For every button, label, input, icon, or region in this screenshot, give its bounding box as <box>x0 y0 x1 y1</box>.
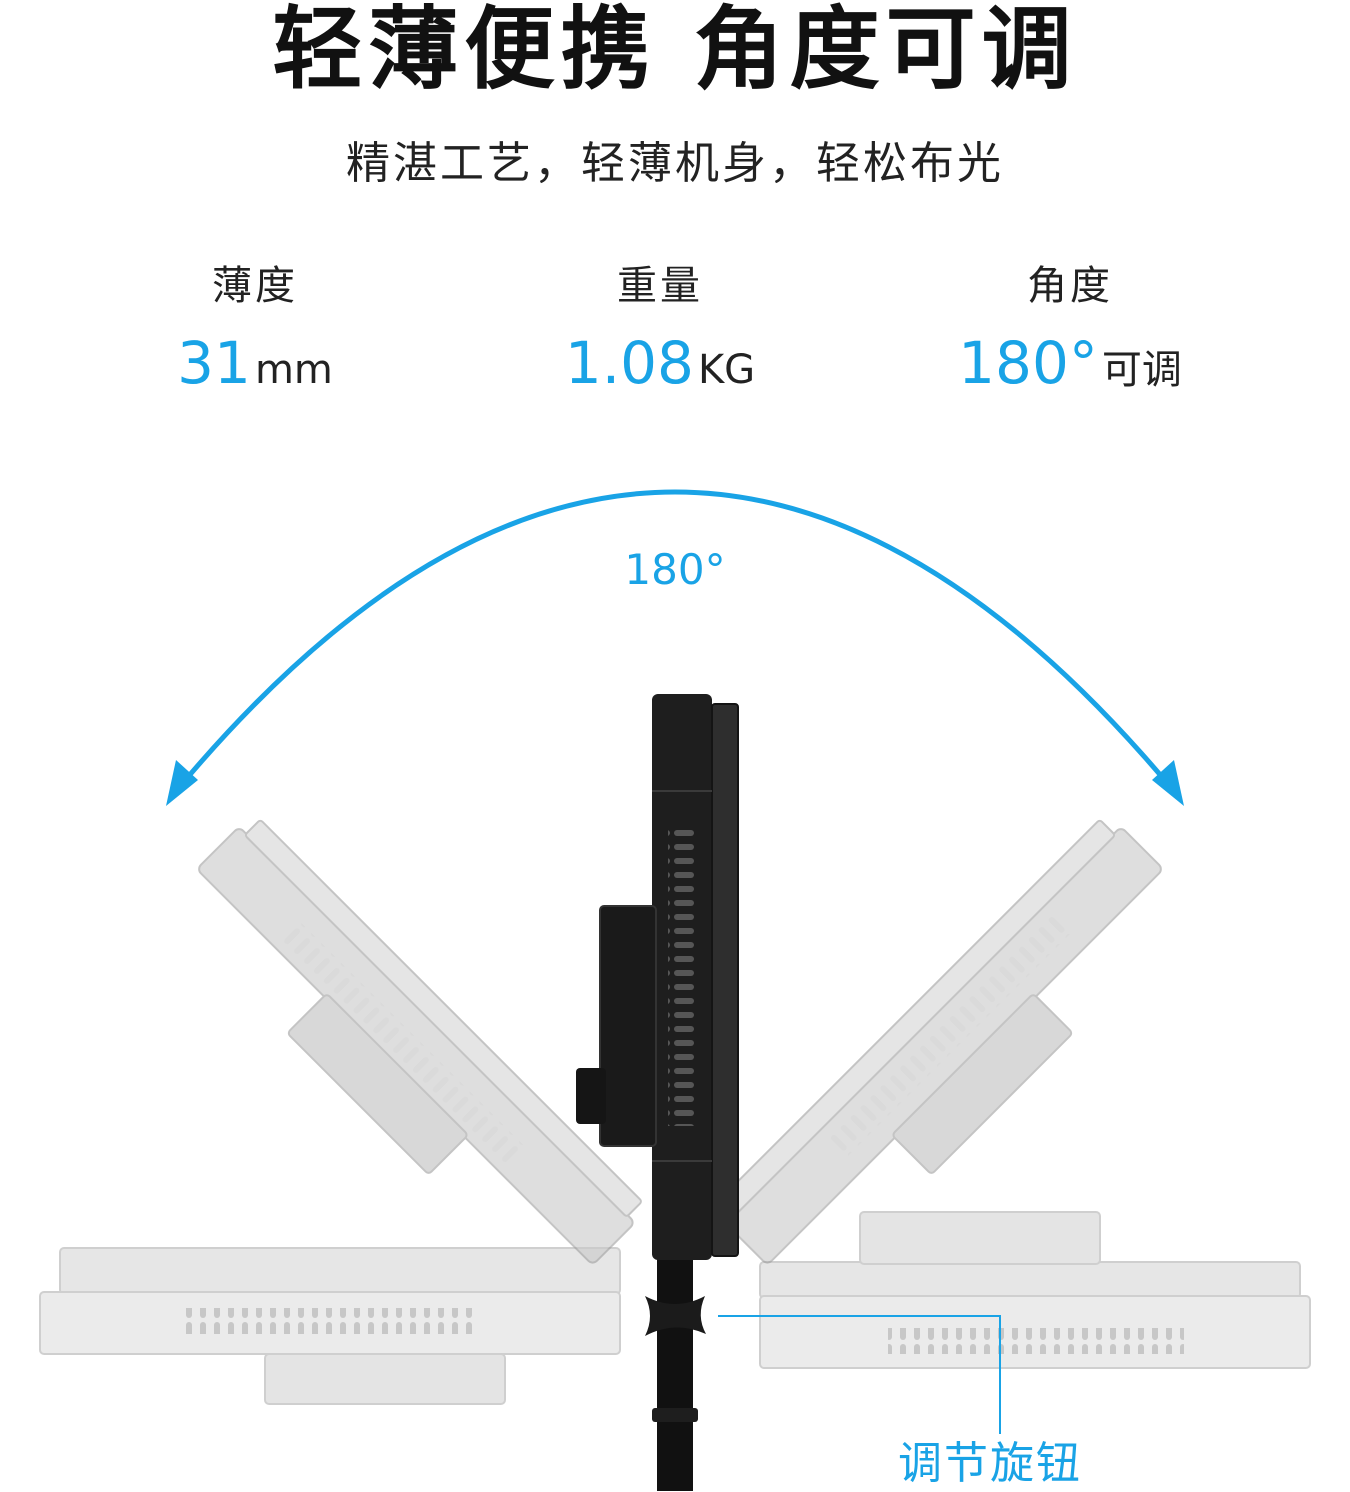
knob-callout-line <box>718 1315 1001 1434</box>
rotation-arc <box>166 489 1184 806</box>
spec-weight-label: 重量 <box>617 263 703 309</box>
light-panel-main <box>576 694 739 1260</box>
adjustment-knob <box>645 1296 706 1336</box>
spec-angle-label: 角度 <box>1027 263 1113 309</box>
spec-weight-unit: KG <box>697 347 756 393</box>
ghost-panel-left-tilted <box>198 819 642 1264</box>
arc-angle-label: 180° <box>624 545 726 594</box>
page-title: 轻薄便携 角度可调 <box>272 0 1078 102</box>
spec-thickness-value: 31 <box>177 329 251 397</box>
page-subtitle: 精湛工艺，轻薄机身，轻松布光 <box>346 138 1004 189</box>
ghost-panel-right-tilted <box>718 819 1162 1264</box>
spec-weight-value: 1.08 <box>564 329 694 397</box>
spec-thickness-label: 薄度 <box>212 263 298 309</box>
spec-angle-value-row: 180°可调 <box>860 328 1280 413</box>
ghost-panel-right-horizontal <box>759 1211 1311 1369</box>
spec-thickness-unit: mm <box>254 347 333 393</box>
ghost-panel-left-horizontal <box>39 1247 621 1405</box>
knob-callout-label: 调节旋钮 <box>898 1438 1082 1489</box>
spec-angle-value: 180° <box>958 329 1098 397</box>
spec-angle-unit: 可调 <box>1101 347 1182 393</box>
light-stand <box>652 1252 698 1491</box>
spec-angle: 角度 180°可调 <box>860 258 1280 413</box>
